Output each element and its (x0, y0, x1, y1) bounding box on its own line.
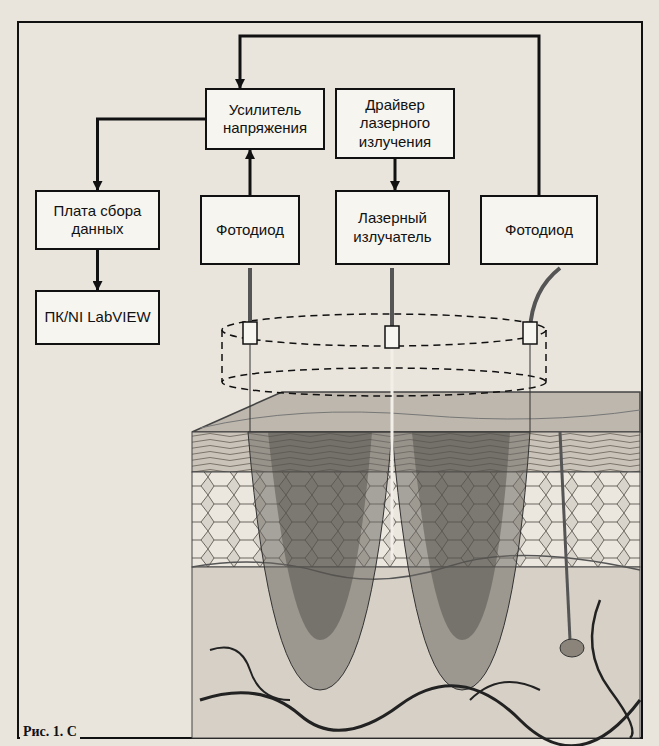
process-box: Усилитель напряжения (205, 88, 325, 150)
process-box: Драйвер лазерного излучения (335, 88, 455, 159)
caption-fragment: Рис. 1. С (20, 724, 80, 740)
process-box: Лазерный излучатель (335, 190, 450, 265)
process-box: Плата сбора данных (35, 190, 160, 250)
signal-arrow (98, 119, 206, 190)
box-label: Плата сбора данных (42, 202, 153, 239)
box-label: Драйвер лазерного излучения (342, 96, 448, 151)
box-label: Фотодиод (216, 221, 284, 239)
process-box: Фотодиод (200, 195, 300, 265)
signal-arrow (96, 250, 99, 290)
signal-arrow (394, 159, 397, 190)
box-label: Фотодиод (505, 221, 573, 239)
signal-arrow (249, 150, 252, 195)
box-label: Лазерный излучатель (342, 209, 443, 246)
box-label: ПК/NI LabVIEW (44, 308, 150, 326)
box-label: Усилитель напряжения (212, 101, 318, 138)
process-box: ПК/NI LabVIEW (35, 290, 160, 345)
process-box: Фотодиод (480, 195, 598, 265)
